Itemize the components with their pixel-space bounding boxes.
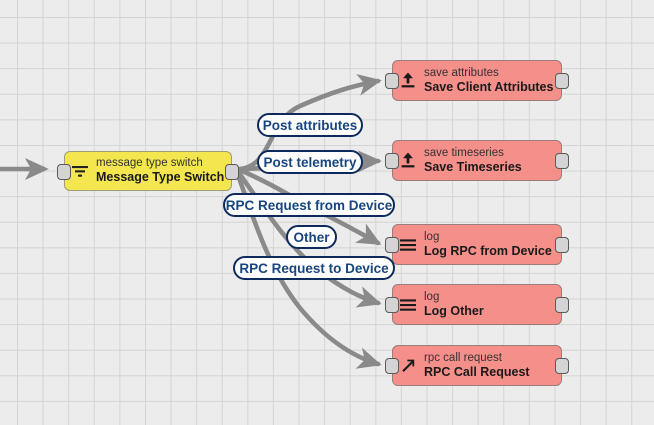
node-save-timeseries[interactable]: save timeseries Save Timeseries xyxy=(385,140,569,181)
input-port[interactable] xyxy=(385,237,399,253)
edge-label-other[interactable]: Other xyxy=(286,225,337,249)
node-type-label: save attributes xyxy=(424,66,499,79)
input-port[interactable] xyxy=(57,164,71,180)
output-port[interactable] xyxy=(555,358,569,374)
node-name-label: Message Type Switch xyxy=(96,170,225,185)
node-name-label: Log RPC from Device xyxy=(424,243,552,258)
output-port[interactable] xyxy=(555,153,569,169)
node-text-block: message type switch Message Type Switch xyxy=(95,157,224,185)
output-port[interactable] xyxy=(225,164,239,180)
node-name-label: Save Client Attributes xyxy=(424,79,554,94)
list-icon xyxy=(393,225,423,264)
upload-icon xyxy=(393,61,423,100)
node-type-label: log xyxy=(424,290,440,303)
node-text-block: log Log Other xyxy=(423,291,484,319)
input-port[interactable] xyxy=(385,358,399,374)
node-text-block: save attributes Save Client Attributes xyxy=(423,67,553,95)
input-port[interactable] xyxy=(385,73,399,89)
output-port[interactable] xyxy=(555,297,569,313)
node-type-label: log xyxy=(424,230,440,243)
edge-label-post-telemetry[interactable]: Post telemetry xyxy=(257,150,363,174)
edge-label-rpc-request-to-device[interactable]: RPC Request to Device xyxy=(233,256,395,280)
filter-icon xyxy=(65,152,95,190)
node-message-type-switch[interactable]: message type switch Message Type Switch xyxy=(57,151,239,191)
input-port[interactable] xyxy=(385,297,399,313)
node-text-block: log Log RPC from Device xyxy=(423,231,552,259)
node-log-rpc-from-device[interactable]: log Log RPC from Device xyxy=(385,224,569,265)
node-save-client-attributes[interactable]: save attributes Save Client Attributes xyxy=(385,60,569,101)
node-name-label: Save Timeseries xyxy=(424,159,522,174)
node-name-label: Log Other xyxy=(424,303,484,318)
node-type-label: save timeseries xyxy=(424,146,504,159)
node-type-label: message type switch xyxy=(96,157,203,170)
edge-label-rpc-request-from-device[interactable]: RPC Request from Device xyxy=(223,193,395,217)
arrow-up-right-icon xyxy=(393,346,423,385)
output-port[interactable] xyxy=(555,73,569,89)
node-text-block: rpc call request RPC Call Request xyxy=(423,352,530,380)
edge-label-post-attributes[interactable]: Post attributes xyxy=(257,113,363,137)
node-name-label: RPC Call Request xyxy=(424,364,530,379)
output-port[interactable] xyxy=(555,237,569,253)
upload-icon xyxy=(393,141,423,180)
list-icon xyxy=(393,285,423,324)
node-text-block: save timeseries Save Timeseries xyxy=(423,147,522,175)
node-type-label: rpc call request xyxy=(424,351,502,364)
input-port[interactable] xyxy=(385,153,399,169)
node-log-other[interactable]: log Log Other xyxy=(385,284,569,325)
node-rpc-call-request[interactable]: rpc call request RPC Call Request xyxy=(385,345,569,386)
